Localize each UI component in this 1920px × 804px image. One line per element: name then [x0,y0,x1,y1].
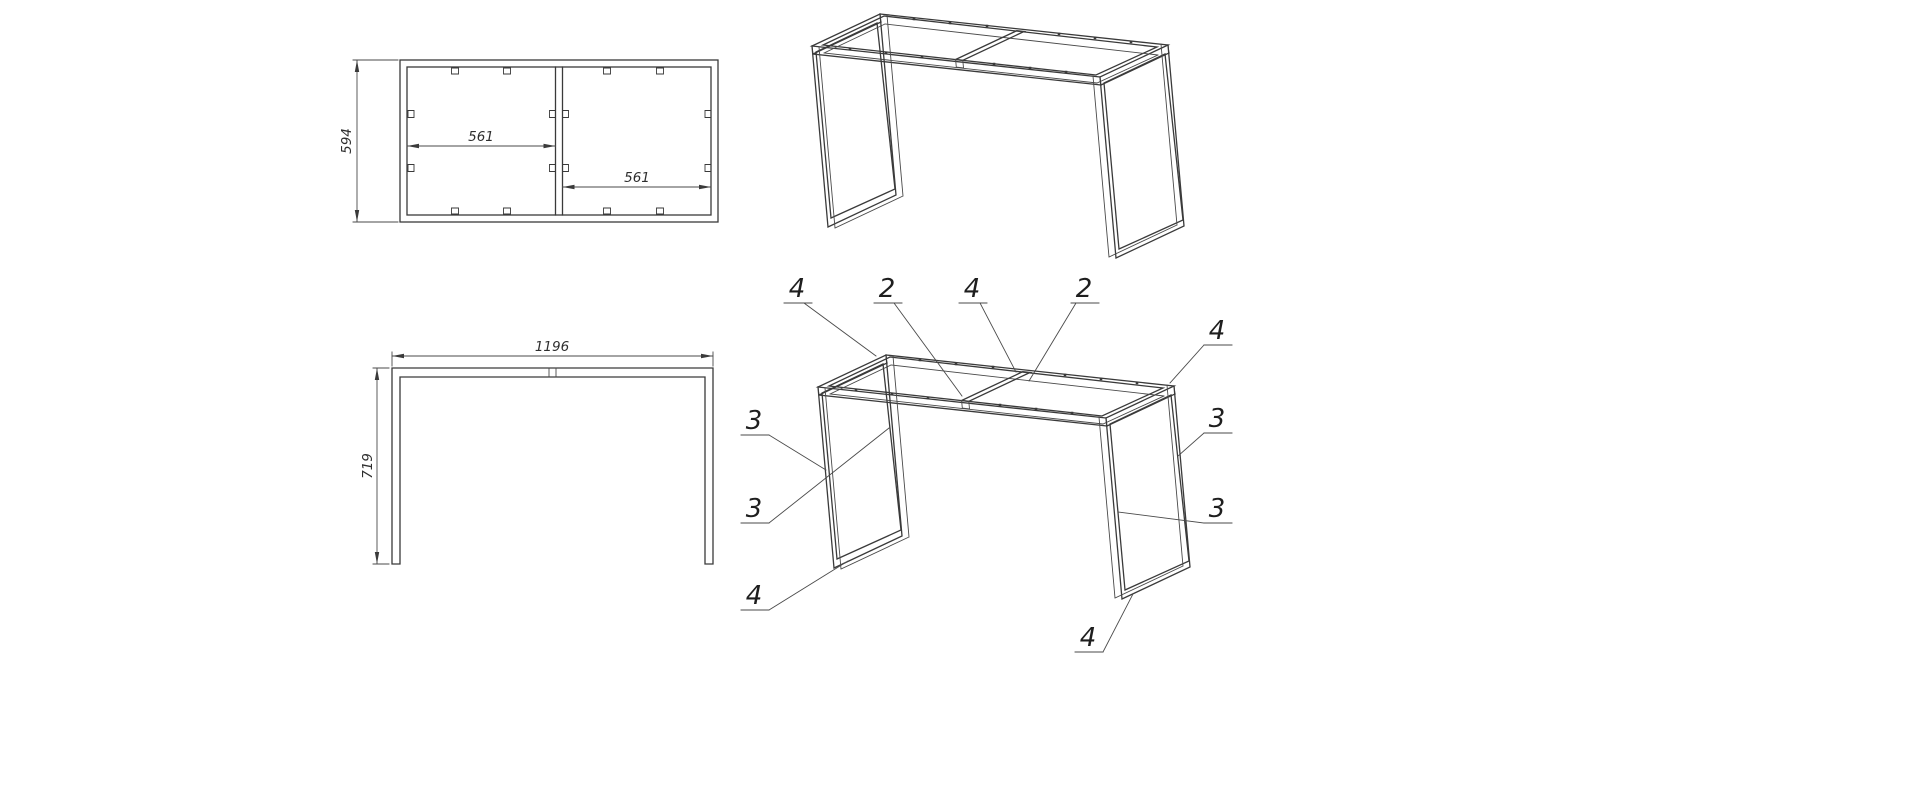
dimension-length: 1196 [391,339,714,367]
dimension-value: 719 [360,453,376,479]
callout-label: 3 [746,494,763,524]
leader-line [1117,511,1205,524]
top-view: 594 561 561 [339,59,719,223]
callout-4-top-left: 4 [783,274,877,357]
iso-view-annotated: 4 2 4 2 4 3 3 [740,274,1233,653]
mounting-tabs [407,67,712,215]
callout-label: 2 [879,274,896,304]
callout-3-left-lower: 3 [740,427,890,524]
dimension-value: 561 [468,129,494,145]
callout-label: 2 [1076,274,1093,304]
leader-line [768,427,890,524]
callout-label: 4 [789,274,806,304]
front-view: 1196 719 [360,339,714,565]
leader-line [768,560,849,611]
center-divider-rail [554,66,564,216]
dimension-value: 1196 [535,339,569,355]
callout-3-right-upper: 3 [1177,404,1233,457]
callout-4-right-top: 4 [1169,316,1233,384]
callout-4-top-middle: 4 [958,274,1017,373]
frame-outer-rect [399,59,719,223]
leader-line [1102,593,1134,653]
dimension-left-bay: 561 [406,129,556,149]
front-outline [391,367,714,565]
leader-line [1028,302,1077,382]
callout-label: 4 [746,581,763,611]
dimension-value: 594 [339,128,355,154]
dimension-value: 561 [624,170,650,186]
leader-line [893,302,963,397]
dimension-depth: 594 [339,59,399,223]
extension-lines [352,59,399,223]
frame-inner-rect [406,66,712,216]
callout-4-bottom-left: 4 [740,560,849,611]
callout-3-left-upper: 3 [740,406,827,471]
callout-label: 3 [1209,404,1226,434]
callout-2-right: 2 [1028,274,1100,382]
dimension-right-bay: 561 [562,170,712,190]
leader-line [803,302,877,357]
callout-2-left: 2 [873,274,963,397]
dimension-height: 719 [360,367,390,565]
callout-label: 3 [1209,494,1226,524]
iso-view-frame [817,354,1191,600]
leader-line [1169,344,1205,384]
callout-4-bottom-right: 4 [1074,593,1134,653]
callout-label: 4 [964,274,981,304]
center-rail-seam [548,367,557,378]
iso-view [811,13,1185,259]
callout-label: 3 [746,406,763,436]
callout-3-right-lower: 3 [1117,494,1233,524]
leader-line [1177,432,1205,457]
callout-label: 4 [1209,316,1226,346]
leader-line [768,434,827,471]
callout-label: 4 [1080,623,1097,653]
leader-line [979,302,1017,373]
